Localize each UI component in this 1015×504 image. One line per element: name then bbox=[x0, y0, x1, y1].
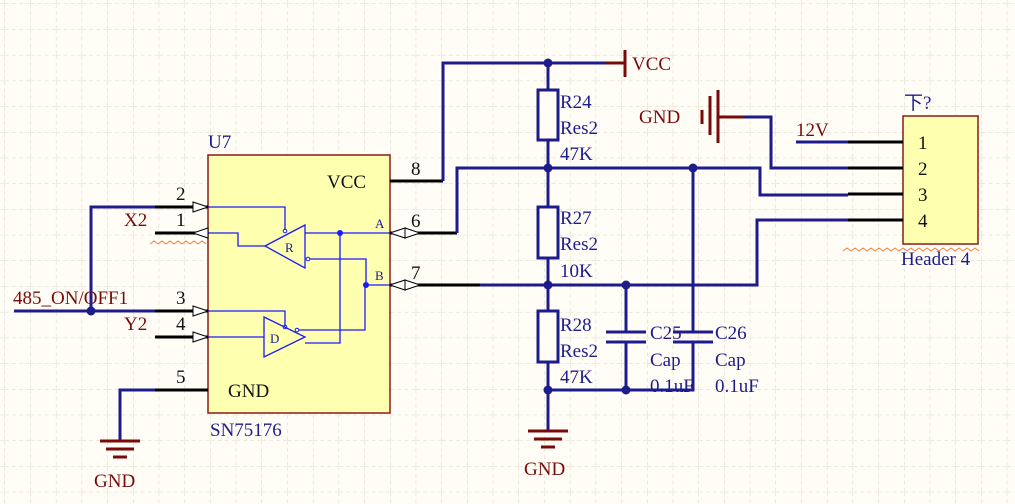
internal-junction bbox=[363, 282, 369, 288]
r24-value: 47K bbox=[560, 144, 593, 165]
net-label-485-on-off[interactable]: 485_ON/OFF1 bbox=[13, 288, 128, 309]
net-label-x2[interactable]: X2 bbox=[124, 210, 147, 231]
internal-wiring bbox=[208, 206, 390, 344]
inversion-bubble bbox=[294, 327, 300, 333]
receiver-label: R bbox=[285, 240, 294, 255]
header-pin-3: 3 bbox=[918, 185, 928, 206]
header-squiggle bbox=[842, 247, 980, 252]
net-label-12v[interactable]: 12V bbox=[796, 120, 829, 141]
u7-body[interactable] bbox=[207, 154, 391, 414]
c26-ref: C26 bbox=[715, 323, 747, 344]
junctions bbox=[86, 58, 698, 395]
header-pin-4: 4 bbox=[918, 211, 928, 232]
u7-designator: U7 bbox=[208, 132, 231, 153]
resistor-r28[interactable]: R28 Res2 47K bbox=[536, 309, 598, 388]
header-part: Header 4 bbox=[901, 249, 971, 270]
r24-ref: R24 bbox=[560, 92, 592, 113]
c26-type: Cap bbox=[715, 350, 746, 371]
r28-ref: R28 bbox=[560, 315, 592, 336]
r28-type: Res2 bbox=[560, 341, 598, 362]
u7-vcc-label: VCC bbox=[327, 172, 366, 193]
r27-ref: R27 bbox=[560, 208, 592, 229]
header-designator: 下? bbox=[904, 93, 931, 114]
receiver-gate bbox=[263, 223, 306, 270]
header-pin-1: 1 bbox=[918, 133, 928, 154]
resistor-r27[interactable]: R27 Res2 10K bbox=[536, 205, 598, 282]
gnd-port-top[interactable]: GND bbox=[639, 90, 743, 143]
vcc-label: VCC bbox=[632, 54, 671, 75]
r27-value: 10K bbox=[560, 261, 593, 282]
u7-part: SN75176 bbox=[210, 420, 282, 441]
net-label-y2[interactable]: Y2 bbox=[124, 314, 147, 335]
pin-8-number: 8 bbox=[411, 159, 421, 180]
inversion-bubble bbox=[282, 324, 288, 330]
header-4-component[interactable]: 1 2 3 4 下? Header 4 bbox=[842, 93, 980, 270]
pin-2-number: 2 bbox=[176, 184, 186, 205]
driver-label: D bbox=[270, 331, 279, 346]
capacitor-c25[interactable]: C25 Cap 0.1uF bbox=[606, 323, 694, 397]
pin-arrows bbox=[191, 201, 422, 343]
u7-b-label: B bbox=[375, 268, 384, 283]
gnd-left-label: GND bbox=[94, 471, 135, 492]
resistor-r24[interactable]: R24 Res2 47K bbox=[536, 88, 598, 165]
c25-ref: C25 bbox=[650, 323, 682, 344]
u7-component[interactable]: U7 SN75176 VCC GND A B R D 8 6 7 2 1 3 bbox=[155, 132, 480, 441]
pin-3-number: 3 bbox=[176, 288, 186, 309]
pin-7-number: 7 bbox=[411, 263, 421, 284]
u7-a-label: A bbox=[375, 216, 385, 231]
gnd-mid-label: GND bbox=[524, 459, 565, 480]
c26-value: 0.1uF bbox=[715, 376, 759, 397]
r28-value: 47K bbox=[560, 367, 593, 388]
c25-type: Cap bbox=[650, 350, 681, 371]
r24-type: Res2 bbox=[560, 118, 598, 139]
pin-5-number: 5 bbox=[176, 367, 186, 388]
vcc-port[interactable]: VCC bbox=[605, 50, 671, 77]
gnd-port-mid[interactable]: GND bbox=[524, 429, 568, 480]
error-squiggle bbox=[149, 240, 207, 245]
capacitor-c26[interactable]: C26 Cap 0.1uF bbox=[673, 323, 759, 397]
gnd-top-label: GND bbox=[639, 107, 680, 128]
c25-value: 0.1uF bbox=[650, 376, 694, 397]
pin-4-number: 4 bbox=[176, 314, 186, 335]
u7-gnd-label: GND bbox=[228, 381, 269, 402]
gnd-port-left[interactable]: GND bbox=[94, 439, 140, 492]
header-pin-2: 2 bbox=[918, 159, 928, 180]
inversion-bubble bbox=[305, 256, 311, 262]
inversion-bubble bbox=[282, 228, 288, 234]
internal-junction bbox=[337, 230, 343, 236]
pin-6-number: 6 bbox=[411, 211, 421, 232]
r27-type: Res2 bbox=[560, 234, 598, 255]
pin-1-number: 1 bbox=[176, 210, 186, 231]
